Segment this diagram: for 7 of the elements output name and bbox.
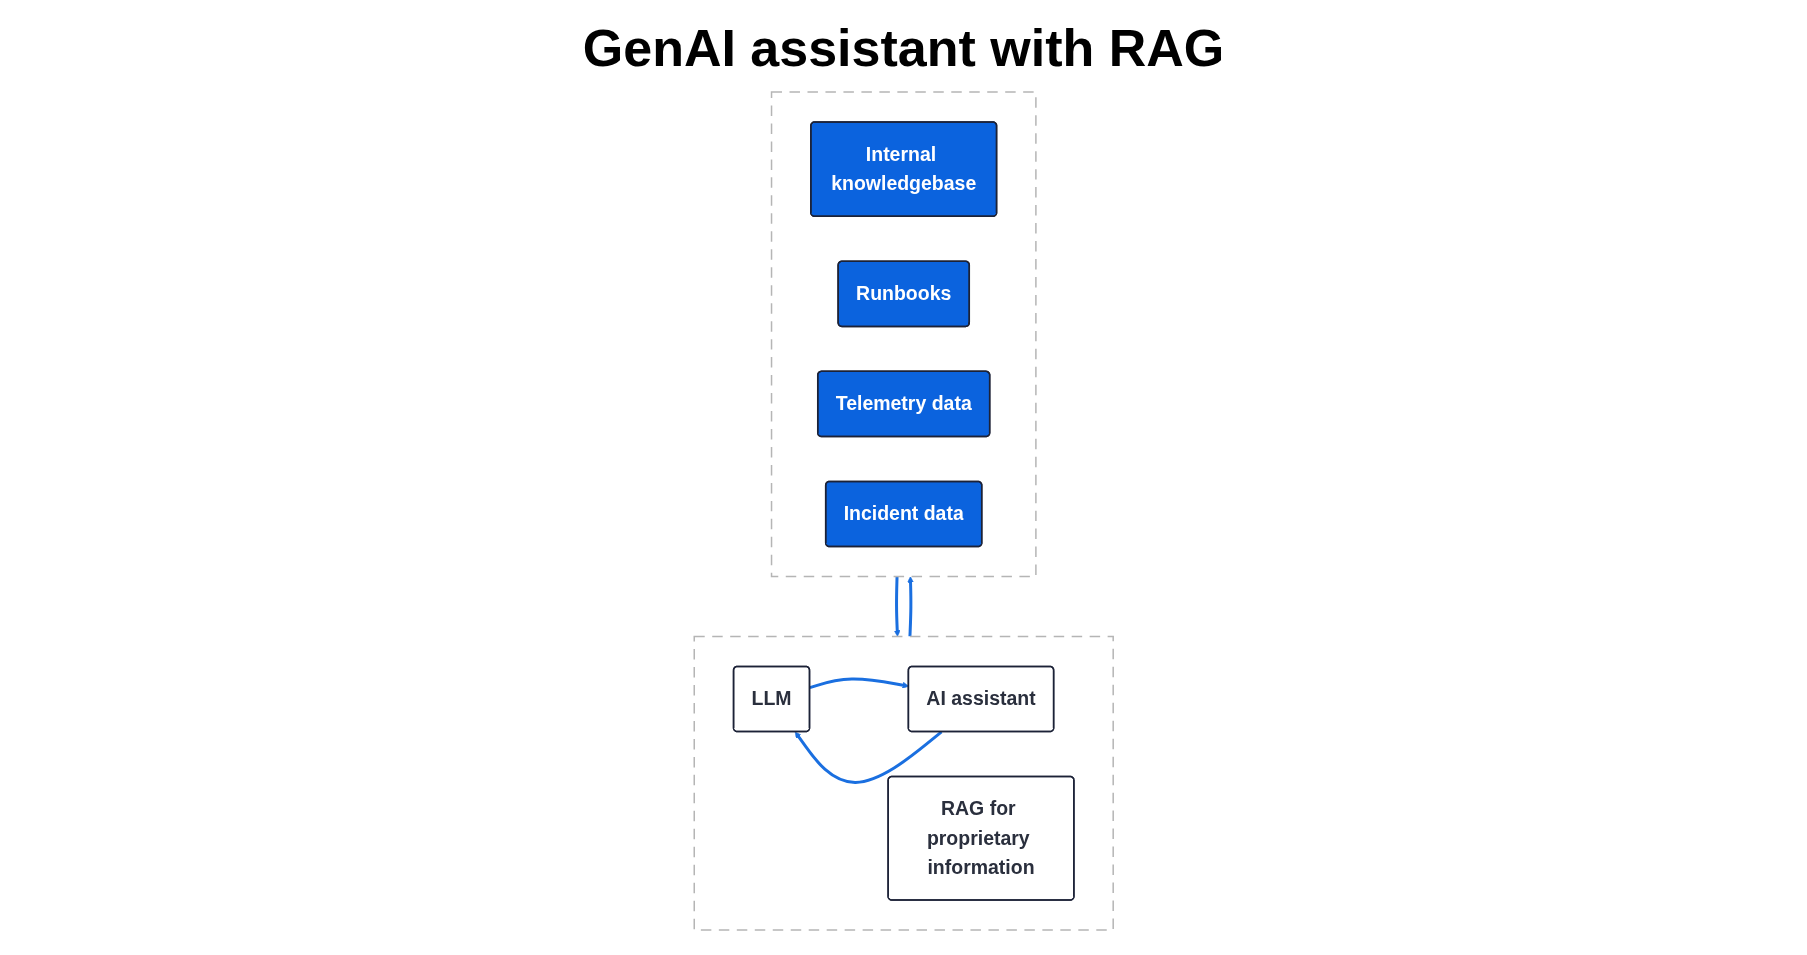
arrow	[809, 677, 909, 690]
cluster	[693, 635, 1114, 931]
arrow	[893, 576, 901, 637]
arrow	[794, 730, 943, 784]
arrow	[907, 576, 914, 637]
diagram-title: GenAI assistant with RAG	[581, 18, 1226, 78]
cluster	[770, 91, 1037, 578]
